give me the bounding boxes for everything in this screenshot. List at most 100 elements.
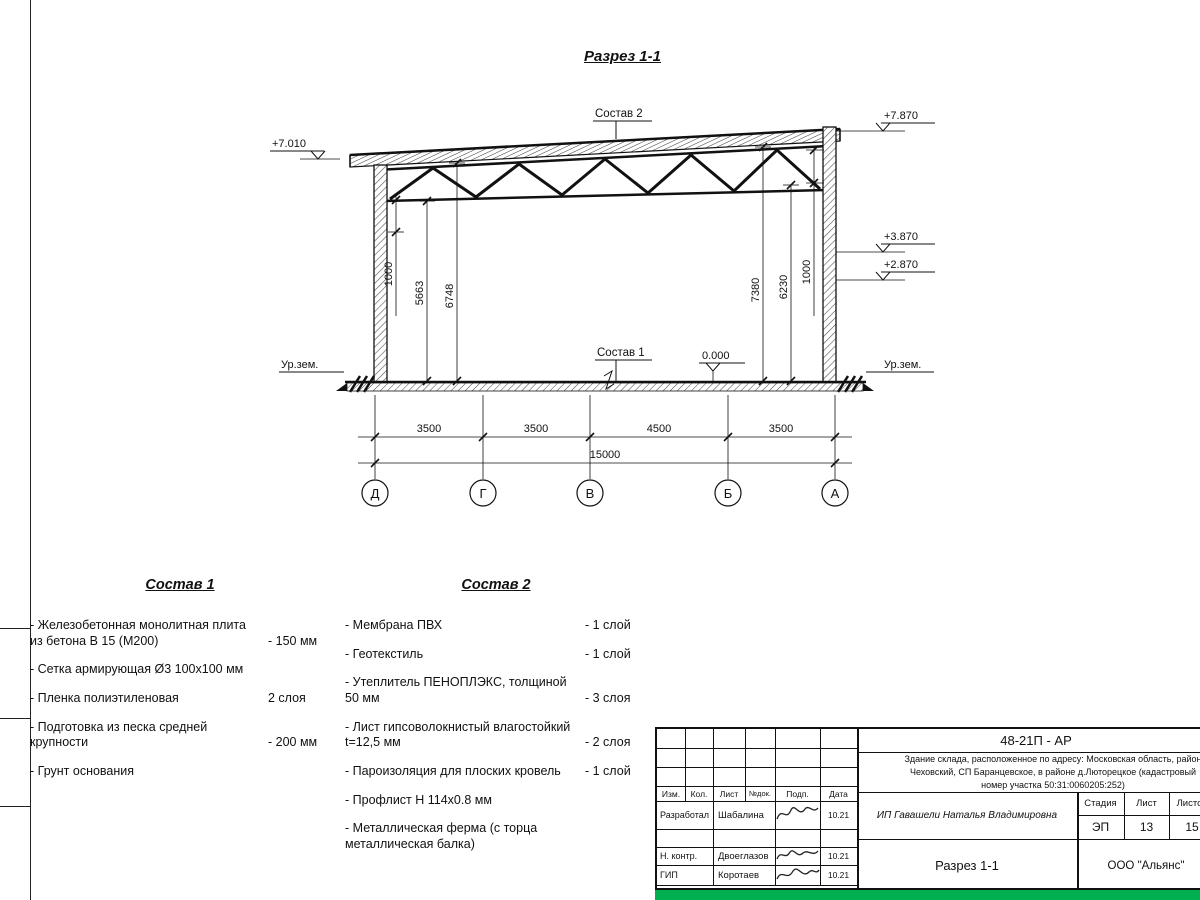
dim-3500-3: 3500 [769,423,793,435]
stamp-col-kol: Кол. [690,788,708,799]
axis-label-b: Б [724,486,733,501]
stamp-sheets-label: Листов [1176,798,1200,809]
stamp-sheet-label: Лист [1136,798,1157,809]
elevation-marks: +7.010 +7.870 +3.870 +2.870 0.000 [270,110,935,381]
item-value: - 1 слой [585,618,631,633]
callout-composition1: Состав 1 [597,347,645,359]
roof [349,127,841,168]
axis-bubbles: Д Г В Б А [361,479,849,507]
elevation-right-low: +2.870 [884,259,918,271]
dim-6748: 6748 [444,284,456,308]
stamp-col-list: Лист [719,788,739,799]
list-item: - Пленка полиэтиленовая 2 слоя [30,691,330,707]
elevation-left: +7.010 [272,138,306,150]
section-drawing: +7.010 +7.870 +3.870 +2.870 0.000 Ур.зем… [270,108,935,507]
item-text: - Профлист Н 114х0.8 мм [345,792,492,807]
list-item: - Железобетонная монолитная плита из бет… [30,618,330,649]
signature-developer [776,806,819,820]
stamp-client: ИП Гавашели Наталья Владимировна [876,810,1058,821]
elevation-right-mid: +3.870 [884,231,918,243]
description-line-3: номер участка 50:31:0060205:252) [981,780,1125,790]
item-text: - Металлическая ферма (с торца металличе… [345,821,538,851]
stamp-organization: ООО "Альянс" [1107,859,1185,872]
stamp-project-description: Здание склада, расположенное по адресу: … [857,753,1200,792]
stamp-col-data: Дата [829,788,848,799]
dim-3500-1: 3500 [417,423,441,435]
description-line-2: Чеховский, СП Баранцевское, в районе д.Л… [909,767,1197,777]
stamp-col-doc: №док. [749,789,771,798]
item-text: - Геотекстиль [345,646,424,661]
dim-7380: 7380 [750,278,762,302]
item-value: - 1 слой [585,763,631,778]
dim-15000: 15000 [590,449,621,461]
composition1-heading: Состав 1 [145,577,215,593]
item-value: 2 слоя [268,691,306,705]
item-value: - 2 слоя [585,735,631,750]
list-item: - Подготовка из песка средней крупности … [30,720,330,751]
composition2-block: Состав 2 - Мембрана ПВХ - 1 слой - Геоте… [345,576,647,865]
stamp-sheet-value: 13 [1139,820,1154,834]
item-value: - 150 мм [268,633,318,648]
stamp-developer-role: Разработал [660,810,709,820]
title-block: Изм. Кол. Лист №док. Подп. Дата Разработ… [655,727,1200,892]
axis-label-d: Д [371,486,380,501]
stamp-gip-name: Коротаев [718,869,760,881]
stamp-ncontrol-role: Н. контр. [660,851,698,861]
item-text: - Мембрана ПВХ [345,618,443,633]
list-item: - Лист гипсоволокнистый влагостойкий t=1… [345,720,647,751]
stamp-stage-value: ЭП [1091,820,1110,834]
stamp-ncontrol-date: 10.21 [827,851,850,861]
axis-label-v: В [586,486,595,501]
axis-label-a: А [831,486,840,501]
stamp-col-izm: Изм. [661,788,681,799]
item-text: - Грунт основания [30,763,135,778]
item-text: - Сетка армирующая Ø3 100х100 мм [30,662,244,677]
composition2-heading: Состав 2 [461,577,531,593]
signature-gip [776,868,820,880]
horizontal-dimensions: 3500 3500 4500 3500 15000 [358,395,852,479]
frame-tick-1 [0,628,30,629]
stamp-sheets-value: 15 [1185,820,1199,834]
item-text: - Подготовка из песка средней крупности [30,719,208,750]
ground-label-left: Ур.зем. [281,359,318,371]
stamp-ncontrol-name: Двоеглазов [718,850,769,862]
ground-level-labels: Ур.зем. Ур.зем. [279,359,934,373]
stamp-col-podp: Подп. [786,788,809,799]
list-item: - Геотекстиль - 1 слой [345,647,647,663]
list-item: - Грунт основания [30,764,330,780]
list-item: - Пароизоляция для плоских кровель - 1 с… [345,764,647,780]
dim-right-1000: 1000 [801,260,813,284]
stamp-doc-number: 48-21П - АР [1000,733,1072,748]
frame-tick-3 [0,806,30,807]
floor-slab [336,369,874,393]
green-strip [655,890,1200,900]
description-line-1: Здание склада, расположенное по адресу: … [904,754,1200,764]
item-text: - Пароизоляция для плоских кровель [345,763,561,778]
composition1-block: Состав 1 - Железобетонная монолитная пли… [30,576,330,793]
elevation-zero: 0.000 [702,350,730,362]
signature-ncontrol [776,850,819,860]
item-text: - Железобетонная монолитная плита из бет… [30,618,246,648]
ground-label-right: Ур.зем. [884,359,921,371]
axis-label-g: Г [479,486,486,501]
elevation-right-top: +7.870 [884,110,918,122]
callout-composition2: Состав 2 [595,108,643,120]
frame-left-line [30,0,31,900]
stamp-developer-name: Шабалина [718,809,764,821]
item-text: - Пленка полиэтиленовая [30,691,179,705]
right-wall [822,126,837,383]
dim-6230: 6230 [778,275,790,299]
stamp-gip-role: ГИП [660,870,678,880]
stamp-sheet-title: Разрез 1-1 [935,858,999,873]
stamp-stage-label: Стадия [1084,798,1117,809]
item-text: - Лист гипсоволокнистый влагостойкий t=1… [345,719,571,750]
stamp-gip-date: 10.21 [827,870,850,880]
item-value: - 3 слоя [585,691,631,705]
drawing-title: Разрез 1-1 [583,48,661,65]
dim-4500: 4500 [647,423,671,435]
item-text: - Утеплитель ПЕНОПЛЭКС, толщиной 50 мм [345,675,567,705]
list-item: - Металлическая ферма (с торца металличе… [345,821,647,852]
item-value: - 200 мм [268,735,318,750]
item-value: - 1 слой [585,646,631,661]
